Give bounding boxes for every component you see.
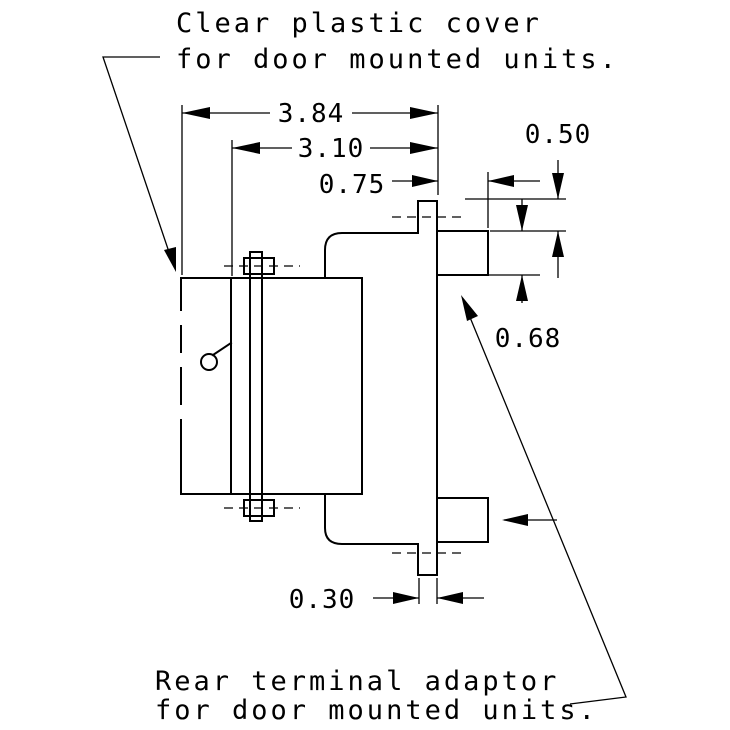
adaptor-callout-line1: Rear terminal adaptor — [155, 666, 559, 697]
dim-terminal-height: 0.68 — [488, 199, 562, 354]
cover-callout-line1: Clear plastic cover — [176, 8, 542, 39]
dim-label-0-75: 0.75 — [319, 170, 386, 200]
cover-callout-line2: for door mounted units. — [176, 44, 619, 75]
mounting-bar — [249, 251, 263, 522]
cover-knob — [200, 341, 233, 371]
dim-panel-thickness: 0.30 — [289, 578, 484, 615]
dim-overall-depth: 3.84 — [181, 99, 439, 275]
dim-panel-to-adaptor: 0.75 — [319, 170, 540, 228]
cover-leader — [102, 56, 176, 272]
dim-label-3-10: 3.10 — [298, 134, 365, 164]
bottom-clamp — [224, 499, 300, 517]
dim-label-3-84: 3.84 — [278, 99, 345, 129]
case-body — [324, 200, 438, 576]
rear-adaptor-top — [436, 230, 489, 276]
rear-adaptor-bottom — [436, 497, 489, 543]
adaptor-callout-line2: for door mounted units. — [155, 695, 598, 726]
dim-label-0-68: 0.68 — [495, 324, 562, 354]
front-bezel — [230, 277, 363, 495]
adaptor-arrow — [502, 514, 557, 526]
dim-label-0-50: 0.50 — [525, 120, 592, 150]
dim-terminal-offset: 0.50 — [465, 120, 592, 278]
top-clamp — [224, 257, 300, 275]
adaptor-leader — [461, 295, 627, 705]
dim-label-0-30: 0.30 — [289, 585, 356, 615]
dim-body-depth: 3.10 — [231, 134, 438, 276]
